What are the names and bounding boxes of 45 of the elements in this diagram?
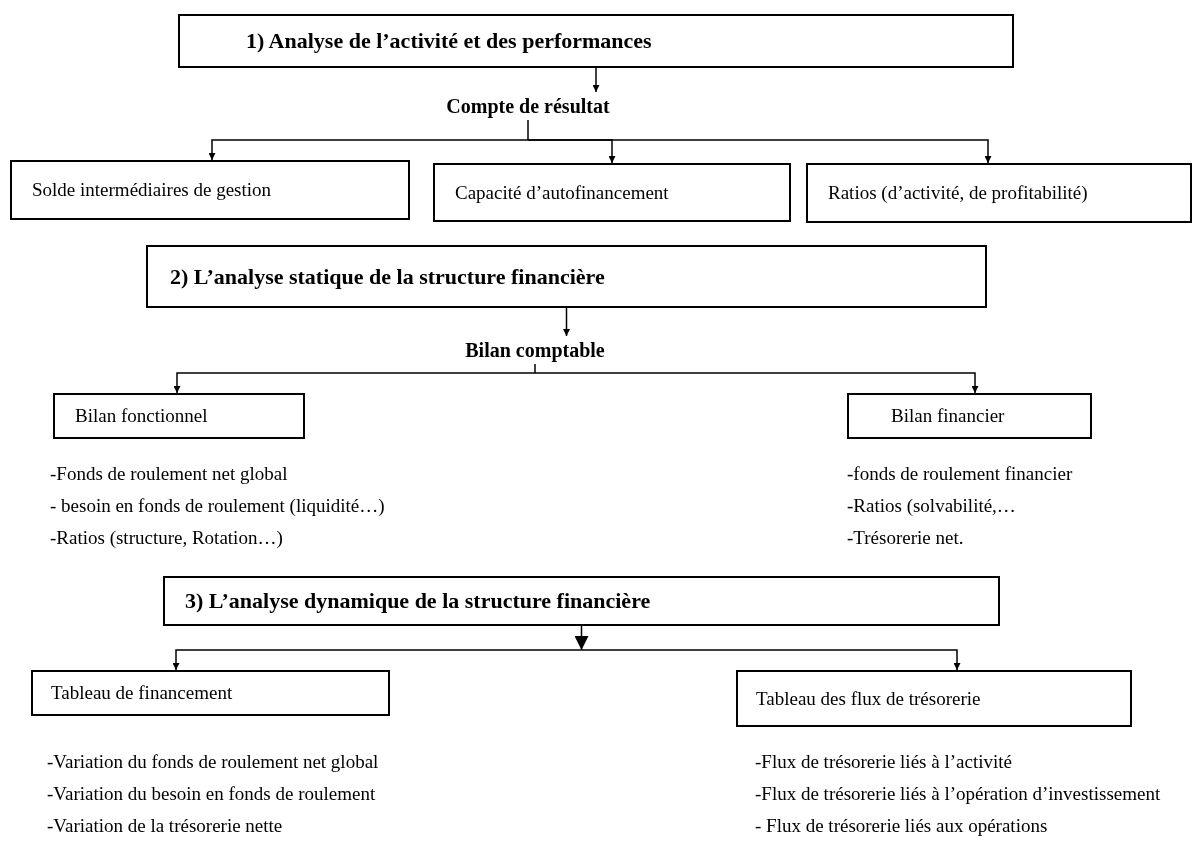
process-box	[31, 670, 390, 716]
process-box	[10, 160, 410, 220]
branch-arrow	[527, 139, 992, 164]
box-label: Tableau des flux de trésorerie	[756, 687, 981, 710]
process-box	[806, 163, 1192, 223]
list-item: -Ratios (structure, Rotation…)	[50, 526, 284, 550]
section-heading-box	[146, 245, 987, 308]
list-item: -Variation du fonds de roulement net global	[47, 750, 379, 774]
branch-arrow	[172, 649, 583, 671]
arrow	[563, 307, 570, 337]
arrow	[592, 67, 600, 93]
list-item: - besoin en fonds de roulement (liquidité…)	[50, 494, 385, 518]
box-label: Capacité d’autofinancement	[455, 181, 669, 204]
process-box	[53, 393, 305, 439]
list-item: -fonds de roulement financier	[847, 462, 1073, 486]
list-item: - Flux de trésorerie liés aux opérations	[755, 814, 1049, 838]
process-box	[736, 670, 1132, 727]
list-item: -Flux de trésorerie liés à l’opération d’investissement	[755, 782, 1161, 806]
box-label: Solde intermédiaires de gestion	[32, 179, 272, 201]
connector-trunk	[527, 119, 529, 141]
box-label: Bilan fonctionnel	[75, 405, 208, 427]
list-item: -Flux de trésorerie liés à l’activité	[755, 750, 1013, 774]
list-item: -Variation de la trésorerie nette	[47, 814, 284, 838]
subheading: Compte de résultat	[446, 94, 610, 118]
connector-trunk	[574, 625, 589, 651]
section-heading-box	[163, 576, 1000, 626]
branch-arrow	[208, 139, 529, 161]
box-label: Bilan financier	[891, 405, 1005, 427]
subheading: Bilan comptable	[465, 338, 605, 362]
list-item: -Trésorerie net.	[847, 526, 965, 550]
branch-arrow	[580, 649, 961, 671]
list-item: -Variation du besoin en fonds de roulement	[47, 782, 377, 806]
section-title: 2) L’analyse statique de la structure financière	[170, 263, 605, 290]
section-title: 1) Analyse de l’activité et des performances	[246, 28, 652, 54]
box-label: Ratios (d’activité, de profitabilité)	[828, 182, 1088, 204]
branch-arrow	[173, 372, 536, 394]
list-item: -Fonds de roulement net global	[50, 462, 289, 486]
box-label: Tableau de financement	[51, 682, 233, 704]
process-box	[847, 393, 1092, 439]
process-box	[433, 163, 791, 222]
connector-trunk	[534, 363, 536, 374]
section-heading-box	[178, 14, 1014, 68]
branch-arrow	[534, 372, 979, 394]
section-title: 3) L’analyse dynamique de la structure financière	[185, 588, 651, 614]
list-item: -Ratios (solvabilité,…	[847, 494, 1017, 518]
